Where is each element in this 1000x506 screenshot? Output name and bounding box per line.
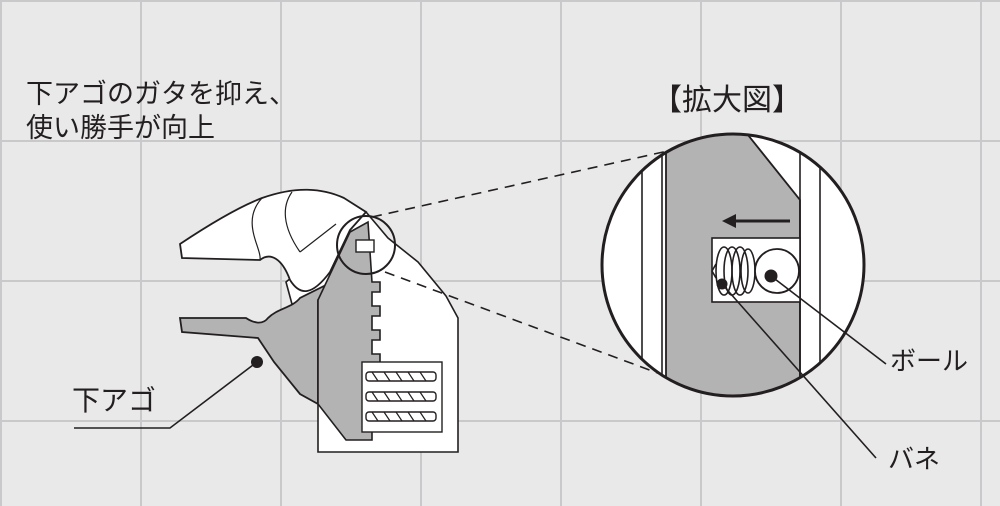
zoom-detail [600,132,866,398]
detail-circle-large [600,132,866,398]
lower-jaw [178,279,337,406]
spring-leader [721,283,877,459]
pin-small [355,239,375,253]
zoom-line-bottom [384,271,683,383]
lower-jaw-leader [74,361,258,429]
headline-line-1: 下アゴのガタを抑え、 [26,79,296,110]
worm-gear [361,361,443,433]
upper-jaw [179,188,368,292]
ball [754,248,800,294]
label-lower-jaw: 下アゴ [72,384,157,417]
wrench-head [178,188,459,453]
ball-leader [770,275,887,365]
zoom-title: 【拡大図】 [652,83,802,118]
label-spring: バネ [888,445,941,475]
arrow-left-icon [722,214,790,228]
headline-line-2: 使い勝手が向上 [26,112,215,144]
label-ball: ボール [890,347,969,377]
detail-circle-small [336,215,396,275]
headline-caption: 下アゴのガタを抑え、 使い勝手が向上 [26,78,296,146]
zoom-line-top [371,145,691,218]
